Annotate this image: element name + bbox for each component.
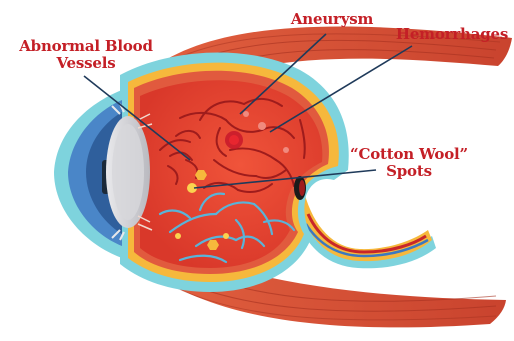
- label-cotton-line2: Spots: [334, 163, 484, 180]
- label-cotton-wool-spots: “Cotton Wool” Spots: [334, 146, 484, 180]
- label-hemorrhages: Hemorrhages: [393, 26, 511, 43]
- label-cotton-line1: “Cotton Wool”: [334, 146, 484, 163]
- label-aneurysm: Aneurysm: [287, 11, 377, 28]
- label-abnormal-line2: Vessels: [6, 55, 166, 72]
- label-abnormal-blood-vessels: Abnormal Blood Vessels: [6, 38, 166, 72]
- label-abnormal-line1: Abnormal Blood: [6, 38, 166, 55]
